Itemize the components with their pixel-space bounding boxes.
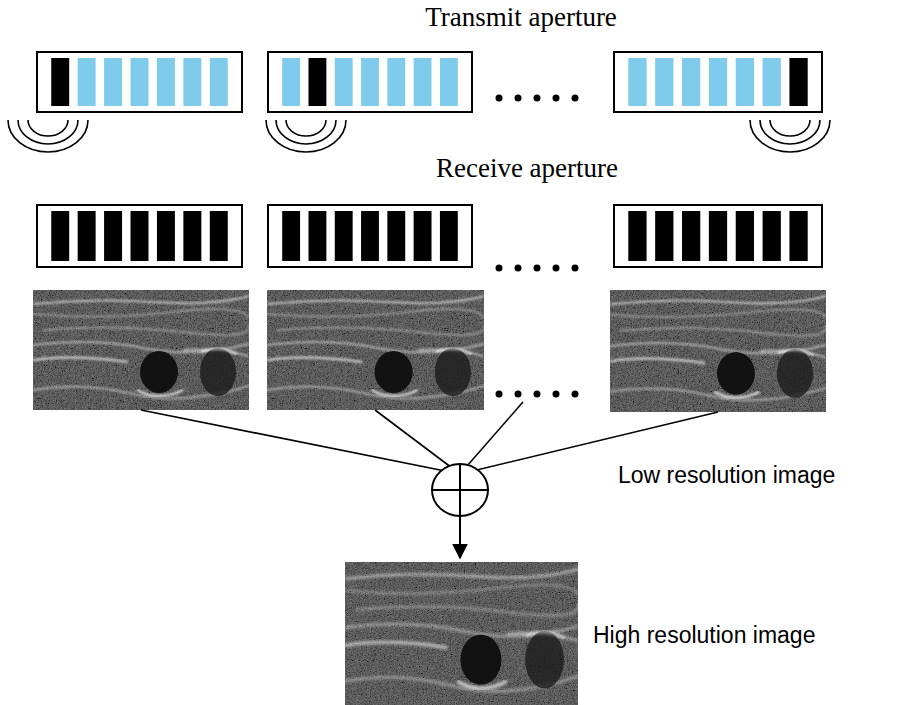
image-label: Low resolution image [618, 462, 835, 488]
array-element [157, 58, 175, 106]
image-label: High resolution image [593, 622, 815, 648]
array-element [131, 58, 149, 106]
array-element [361, 58, 379, 106]
array-element [282, 211, 300, 261]
array-element [655, 211, 673, 261]
array-element [789, 58, 807, 106]
output-arrow [459, 516, 461, 558]
array-element [387, 58, 405, 106]
array-element [414, 58, 432, 106]
transducer-elements [51, 211, 807, 261]
array-element [78, 211, 96, 261]
array-element [682, 58, 700, 106]
array-element [131, 211, 149, 261]
array-element [789, 211, 807, 261]
transmit-array [37, 52, 822, 112]
array-element [709, 211, 727, 261]
array-element [763, 211, 781, 261]
array-element [210, 211, 228, 261]
array-element [335, 58, 353, 106]
array-element [440, 211, 458, 261]
array-element [414, 211, 432, 261]
aperture-label: Transmit aperture [425, 2, 617, 33]
ellipsis-dots [496, 95, 579, 398]
array-element [51, 211, 69, 261]
array-element [308, 211, 326, 261]
array-element [682, 211, 700, 261]
aperture-label: Receive aperture [436, 153, 618, 184]
array-element [655, 58, 673, 106]
array-element [628, 58, 646, 106]
array-element [709, 58, 727, 106]
array-element [183, 211, 201, 261]
array-element [210, 58, 228, 106]
wave-symbol [8, 120, 830, 152]
array-element [387, 211, 405, 261]
array-element [282, 58, 300, 106]
array-element [104, 58, 122, 106]
receive-array [37, 205, 822, 267]
array-element [736, 58, 754, 106]
transducer-elements [51, 58, 807, 106]
ultrasound-image [345, 562, 578, 705]
array-element [183, 58, 201, 106]
array-element [51, 58, 69, 106]
ultrasound-image [33, 290, 826, 412]
array-element [763, 58, 781, 106]
array-element [308, 58, 326, 106]
summing-symbol [432, 464, 488, 516]
array-element [78, 58, 96, 106]
array-element [104, 211, 122, 261]
array-element [628, 211, 646, 261]
array-element [361, 211, 379, 261]
array-element [440, 58, 458, 106]
array-element [335, 211, 353, 261]
array-element [157, 211, 175, 261]
array-element [736, 211, 754, 261]
